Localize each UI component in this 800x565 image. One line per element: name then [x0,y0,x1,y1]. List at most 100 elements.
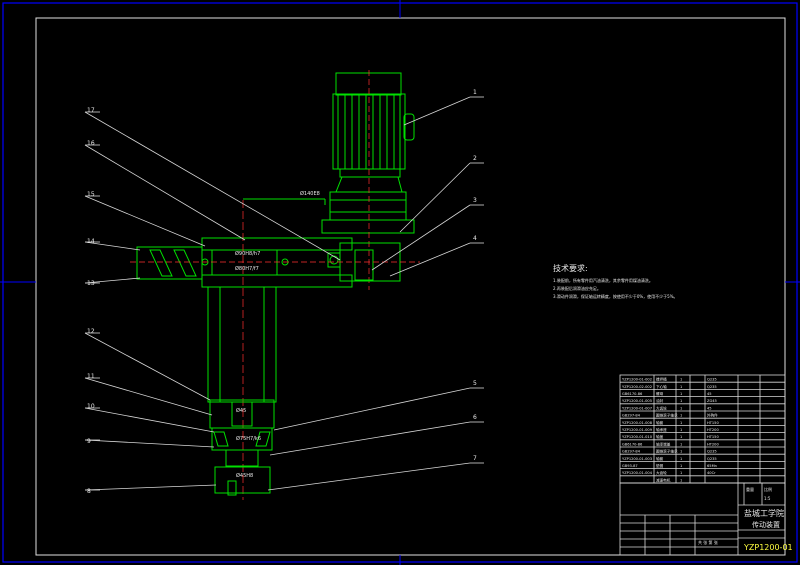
callout-6: 6 [473,414,477,421]
bom-cell-code: YZP1200-01-004 [622,471,653,475]
bom-cell-name: 搅拌桶 [656,377,667,382]
callout-5: 5 [473,380,477,387]
bom-cell-mat: Q235 [707,378,717,382]
school-name: 盐城工学院 [744,508,784,518]
bom-cell-mat: Q235 [707,385,717,389]
bom-cell-qty: 1 [680,385,682,389]
bom-cell-qty: 1 [680,457,682,461]
dim-bore-upper: Ø90H8/h7 [235,250,260,257]
callout-9: 9 [87,438,91,445]
drawing-number: YZP1200-01 [743,543,793,552]
bom-cell-qty: 1 [680,471,682,475]
gear-housing [130,198,420,500]
bom-cell-code: GB297-84 [622,414,641,418]
bom-cell-name: 轴承端盖 [656,441,671,446]
tech-line-2: 2.再装配后润滑油应充足。 [553,285,601,291]
callout-14: 14 [87,238,95,245]
callout-7: 7 [473,455,477,462]
bom-cell-mat: Q235 [707,450,717,454]
bom-cell-qty: 1 [680,435,682,439]
bom-cell-code: YZP1200-02-002 [622,385,652,389]
callout-8: 8 [87,488,91,495]
bom-cell-mat: HT200 [707,428,719,432]
bom-cell-name: 圆锥滚子轴承 [656,413,678,418]
bom-cell-qty: 1 [680,450,682,454]
bom-cell-code: GB6170-86 [622,442,643,446]
bom-cell-qty: 1 [680,421,682,425]
callout-2: 2 [473,155,477,162]
callout-16: 16 [87,140,95,147]
bom-cell-mat: Q235 [707,457,717,461]
bom-cell-code: YZP1200-01-002 [622,378,652,382]
bom-cell-code: YZP1200-01-007 [622,406,652,410]
bom-cell-qty: 1 [680,414,682,418]
bom-cell-qty: 1 [680,392,682,396]
bom-cell-name: 减速电机 [656,477,671,482]
vertical-shaft [207,286,277,496]
bom-cell-name: 圆锥滚子轴承 [656,449,678,454]
callout-10: 10 [87,403,95,410]
bom-cell-mat: 65Mn [707,464,717,468]
tech-line-1: 1.装配前，所有零件用汽油清洗，其余零件用煤油清洗。 [553,277,653,283]
bom-cell-mat: 外购件 [707,413,718,418]
leaders-left [84,111,341,491]
bom-table [619,374,786,484]
bom-cell-mat: 40Cr [707,471,716,475]
bom-cell-qty: 1 [680,378,682,382]
bom-cell-name: 大齿轮 [656,470,667,475]
callout-1: 1 [473,89,477,96]
bom-cell-qty: 1 [680,399,682,403]
bom-cell-mat: HT200 [707,442,719,446]
bom-cell-name: 下心轴 [656,384,667,389]
bom-cell-code: GB297-84 [622,450,641,454]
bom-cell-code: YZP1200-01-009 [622,428,653,432]
dim-shaft: Ø45 [236,407,246,414]
scale-value: 1:5 [764,496,771,501]
bom-cell-code: YZP1200-01-003 [622,457,652,461]
bom-cell-name: 油封 [656,398,664,403]
bom-cell-name: 轴套 [656,456,664,461]
bom-cell-name: 轴承座 [656,427,667,432]
bom-cell-name: 螺母 [656,391,664,396]
tech-line-3: 3.滑动件润滑，保证轴运转精度，按使用不少于0%，使用不少于5%。 [553,293,678,299]
bom-cell-qty: 1 [680,464,682,468]
dim-bore-lower: Ø80H7/f7 [235,265,259,272]
bom-cell-mat: HT150 [707,435,719,439]
scale-label: 比例 [764,486,772,492]
dim-top: Ø140E8 [300,190,320,197]
callout-13: 13 [87,280,95,287]
drawing-name: 传动装置 [752,520,780,529]
callout-15: 15 [87,191,95,198]
bom-cell-mat: 45 [707,406,712,410]
callout-17: 17 [87,107,95,114]
callout-11: 11 [87,373,95,380]
dim-bearing: Ø75H7/k6 [236,435,261,442]
bom-cell-code: GB93-87 [622,464,638,468]
bom-cell-name: 大齿轮 [656,405,667,410]
bom-cell-code: YZP1200-01-008 [622,421,653,425]
bom-cell-code: GB6170-86 [622,392,643,396]
drawing-border [35,17,786,556]
title-block [619,482,786,556]
weight-label: 重量 [746,486,754,492]
bom-cell-name: 轴套 [656,420,664,425]
dim-motor: Ø45H8 [236,472,253,479]
callout-12: 12 [87,328,95,335]
motor [321,70,415,290]
bom-cell-qty: 1 [680,406,682,410]
bom-cell-name: 轴盖 [656,434,664,439]
callout-3: 3 [473,197,477,204]
bom-cell-code: YZP1200-01-010 [622,435,653,439]
bom-cell-qty: 1 [680,478,682,482]
leaders-right [267,96,484,491]
bom-cell-qty: 1 [680,442,682,446]
bom-cell-qty: 1 [680,428,682,432]
bom-cell-mat: HT150 [707,421,719,425]
sheet-info: 共 张 第 张 [698,539,718,545]
callout-4: 4 [473,235,477,242]
bom-cell-mat: ZG45 [707,399,717,403]
bom-cell-name: 垫圈 [656,463,664,468]
